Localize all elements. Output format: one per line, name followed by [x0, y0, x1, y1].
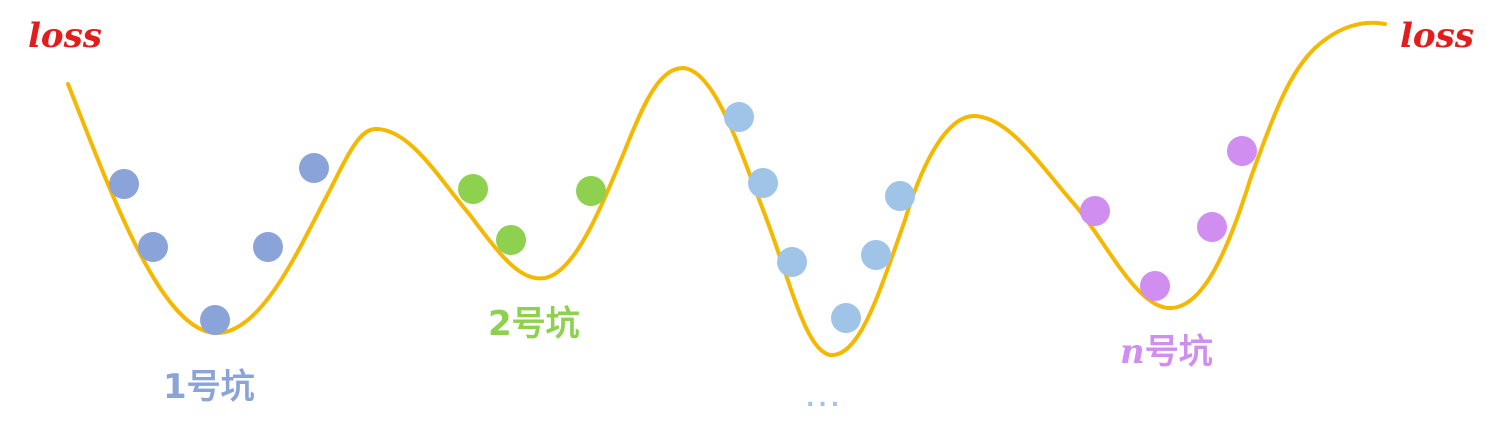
ball-pit3	[777, 247, 807, 277]
ball-pit1	[109, 169, 139, 199]
ball-pit1	[138, 232, 168, 262]
ball-pitn	[1080, 196, 1110, 226]
ball-pit3	[831, 303, 861, 333]
pit-label-2: 2号坑	[488, 304, 580, 344]
pit-label-1: 1号坑	[163, 367, 255, 407]
ball-pitn	[1197, 212, 1227, 242]
loss-label-right: loss	[1400, 16, 1474, 56]
ball-pit3	[885, 181, 915, 211]
pit-label-n-suffix: 号坑	[1145, 332, 1213, 372]
pit-label-n-var: n	[1120, 332, 1145, 372]
ball-pit1	[200, 305, 230, 335]
ball-pit3	[724, 102, 754, 132]
loss-label-left: loss	[28, 16, 102, 56]
ball-pit1	[253, 232, 283, 262]
ball-pit3	[748, 168, 778, 198]
ball-pit2	[496, 225, 526, 255]
ball-pit2	[458, 174, 488, 204]
ellipsis-more-pits: ...	[806, 387, 843, 412]
ball-pitn	[1140, 271, 1170, 301]
pit-label-n: n号坑	[1120, 332, 1213, 372]
ball-pitn	[1227, 136, 1257, 166]
loss-curve	[66, 20, 1387, 358]
ball-pit3	[861, 240, 891, 270]
ball-pit1	[299, 153, 329, 183]
ball-pit2	[576, 176, 606, 206]
